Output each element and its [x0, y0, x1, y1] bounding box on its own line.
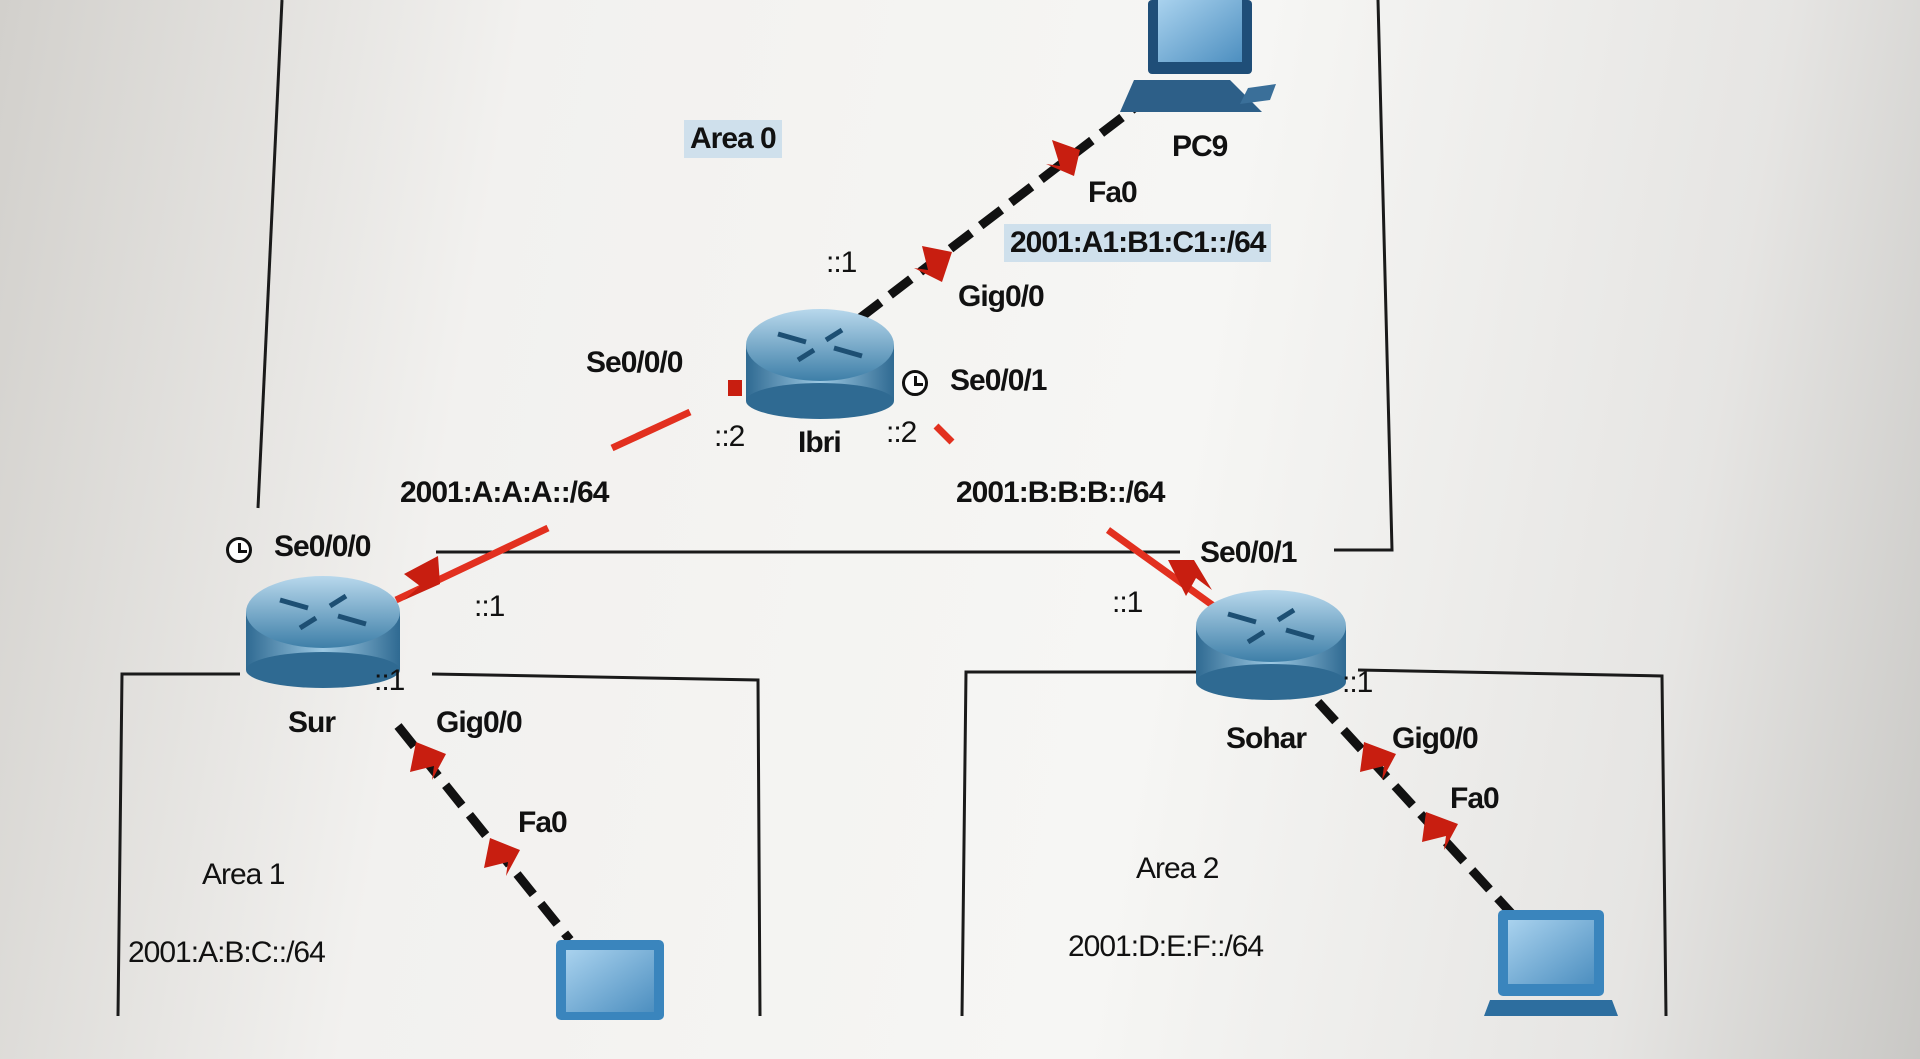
link-up-indicator	[484, 838, 520, 876]
sur-se0-0-0-label: Se0/0/0	[274, 530, 371, 563]
area-2-network-label: 2001:D:E:F::/64	[1068, 930, 1264, 963]
serial-port-indicator	[728, 380, 742, 396]
pc9-network-label: 2001:A1:B1:C1::/64	[1004, 224, 1272, 262]
pc9-name-label: PC9	[1172, 130, 1228, 163]
link-up-indicator	[1422, 812, 1458, 850]
sur-pc-fa0-label: Fa0	[518, 806, 568, 839]
ibri-gig0-0-label: Gig0/0	[958, 280, 1045, 313]
area-2-label: Area 2	[1136, 852, 1219, 885]
sur-gig0-0-label: Gig0/0	[436, 706, 523, 739]
clock-icon	[902, 370, 928, 396]
link-up-indicator	[914, 246, 952, 282]
ibri-se0-0-0-label: Se0/0/0	[586, 346, 683, 379]
ibri-gig-host-label: ::1	[826, 246, 857, 279]
area-0-boundary	[256, 0, 1394, 554]
link-up-indicator	[1360, 742, 1396, 780]
area-1-network-label: 2001:A:B:C::/64	[128, 936, 326, 969]
serial-link-ibri-sohar	[933, 423, 1225, 615]
link-ibri-sur-network-label: 2001:A:A:A::/64	[400, 476, 609, 509]
serial-link-ibri-sur	[394, 380, 742, 604]
area1-pc-icon[interactable]	[556, 940, 664, 1020]
ethernet-link-sohar-pc	[1314, 698, 1516, 918]
clock-icon	[226, 537, 252, 563]
sohar-gig0-0-label: Gig0/0	[1392, 722, 1479, 755]
sur-router-icon[interactable]	[246, 576, 400, 688]
sur-gig-host-label: ::1	[374, 664, 405, 697]
sohar-se-host-label: ::1	[1112, 586, 1143, 619]
area-0-label: Area 0	[684, 120, 782, 158]
ibri-router-icon[interactable]	[746, 309, 894, 419]
ibri-se1-host-label: ::2	[886, 416, 917, 449]
ethernet-link-ibri-pc9	[857, 92, 1153, 322]
area-1-boundary	[116, 672, 762, 1017]
area-2-boundary	[960, 668, 1668, 1017]
pc9-icon[interactable]	[1120, 0, 1276, 112]
sohar-router-icon[interactable]	[1196, 590, 1346, 700]
link-ibri-sohar-network-label: 2001:B:B:B::/64	[956, 476, 1165, 509]
link-up-indicator	[1168, 560, 1212, 596]
sur-name-label: Sur	[288, 706, 336, 739]
sohar-pc-fa0-label: Fa0	[1450, 782, 1500, 815]
sohar-gig-host-label: ::1	[1342, 666, 1373, 699]
area2-pc-icon[interactable]	[1484, 910, 1618, 1016]
area-1-label: Area 1	[202, 858, 285, 891]
pc9-fa0-label: Fa0	[1088, 176, 1138, 209]
sur-se-host-label: ::1	[474, 590, 505, 623]
link-up-indicator	[1046, 140, 1080, 176]
ibri-name-label: Ibri	[798, 426, 842, 459]
sohar-se0-0-1-label: Se0/0/1	[1200, 536, 1297, 569]
sohar-name-label: Sohar	[1226, 722, 1307, 755]
ibri-se0-0-1-label: Se0/0/1	[950, 364, 1047, 397]
ibri-se0-host-label: ::2	[714, 420, 745, 453]
link-up-indicator	[410, 742, 446, 780]
link-up-indicator	[404, 556, 440, 600]
ethernet-link-sur-pc	[394, 723, 574, 943]
